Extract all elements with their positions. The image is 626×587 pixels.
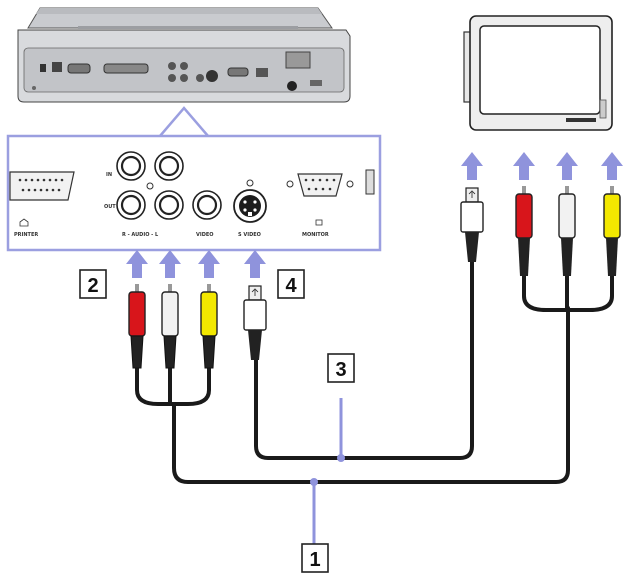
plug-yellow-left (200, 284, 218, 369)
audio-out-jack-l (154, 190, 184, 220)
arrow-up-icon (556, 152, 578, 180)
cable-red-lower (135, 366, 182, 406)
callout-leaders (310, 398, 345, 544)
audio-out-jack-r (116, 190, 146, 220)
connector-panel: PRINTER IN OUT R - AUDIO - L VIDEO (6, 106, 382, 252)
callout-2: 2 (79, 269, 107, 299)
video-jack (192, 190, 222, 220)
cables (135, 260, 614, 484)
monitor-label: MONITOR (302, 232, 329, 238)
audio-in-jack-r (116, 151, 146, 181)
callout-4: 4 (277, 269, 305, 299)
arrow-up-icon (198, 250, 220, 278)
callout-2-number: 2 (87, 275, 98, 297)
arrow-up-icon (513, 152, 535, 180)
printer-port: PRINTER (9, 171, 75, 238)
monitor-port: MONITOR (286, 173, 354, 238)
plug-svideo-right (460, 187, 484, 262)
zoom-pointer (159, 106, 209, 137)
callout-4-number: 4 (285, 275, 297, 297)
out-label: OUT (104, 204, 116, 210)
arrow-up-icon (461, 152, 483, 180)
printer-label: PRINTER (14, 232, 38, 238)
plug-white-left (161, 284, 179, 369)
callout-3-number: 3 (335, 359, 346, 381)
arrow-up-icon (126, 250, 148, 278)
in-label: IN (106, 172, 112, 178)
tv-monitor (463, 15, 613, 131)
callout-1: 1 (301, 543, 329, 573)
arrow-up-icon (601, 152, 623, 180)
plug-red-right (515, 186, 533, 276)
svideo-jack (233, 179, 267, 223)
video-label: VIDEO (196, 232, 214, 238)
plug-white-right (558, 186, 576, 276)
audio-label: R - AUDIO - L (122, 232, 159, 238)
arrow-up-icon (244, 250, 266, 278)
svideo-label: S VIDEO (238, 232, 261, 238)
cable-yellow-lower (174, 366, 211, 406)
callout-3: 3 (327, 353, 355, 383)
plug-red-left (128, 284, 146, 369)
monitor-icon (315, 219, 323, 226)
printer-icon (19, 218, 29, 227)
svideo-cable (254, 260, 474, 460)
av-cable (172, 306, 570, 484)
audio-in-jack-l (154, 151, 184, 181)
plug-yellow-right (603, 186, 621, 276)
callout-1-number: 1 (309, 549, 320, 571)
laptop-rear-view (17, 7, 351, 103)
arrow-up-icon (159, 250, 181, 278)
plug-svideo-left (243, 285, 267, 360)
